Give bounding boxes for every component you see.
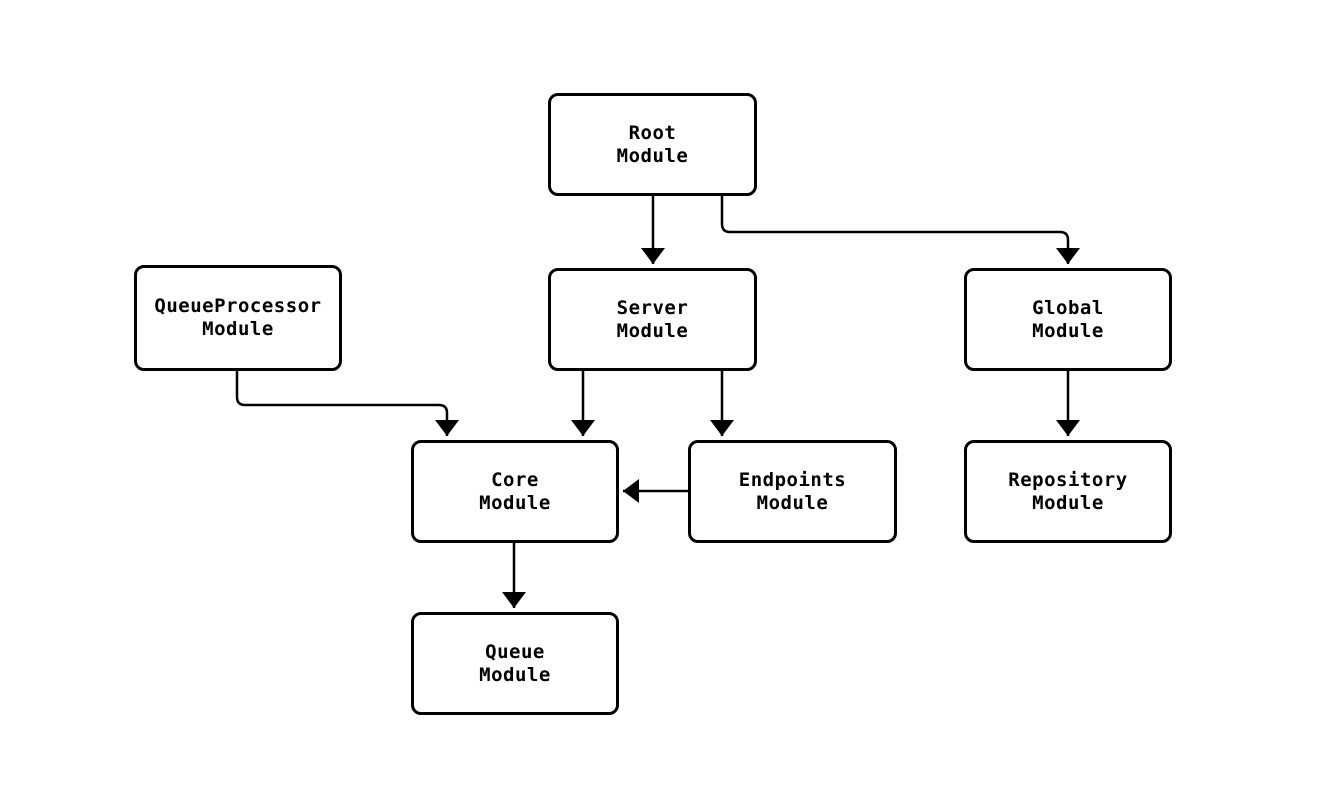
node-queue-module: Queue Module [411, 612, 619, 715]
node-queue-module-label: Queue Module [479, 640, 551, 686]
node-global-module: Global Module [964, 268, 1172, 371]
node-queueprocessor-module: QueueProcessor Module [134, 265, 342, 371]
node-server-module: Server Module [548, 268, 757, 371]
node-repository-module: Repository Module [964, 440, 1172, 543]
node-queueprocessor-module-label: QueueProcessor Module [154, 295, 322, 340]
node-root-module-label: Root Module [616, 121, 689, 167]
node-server-module-label: Server Module [616, 296, 689, 342]
node-endpoints-module-label: Endpoints Module [738, 468, 847, 514]
node-core-module: Core Module [411, 440, 619, 543]
edge-root-global [720, 196, 1080, 264]
node-endpoints-module: Endpoints Module [688, 440, 897, 543]
edge-queueprocessor-core [235, 371, 459, 436]
node-repository-module-label: Repository Module [1008, 468, 1128, 514]
node-global-module-label: Global Module [1032, 296, 1104, 342]
node-core-module-label: Core Module [479, 468, 551, 514]
node-root-module: Root Module [548, 93, 757, 196]
